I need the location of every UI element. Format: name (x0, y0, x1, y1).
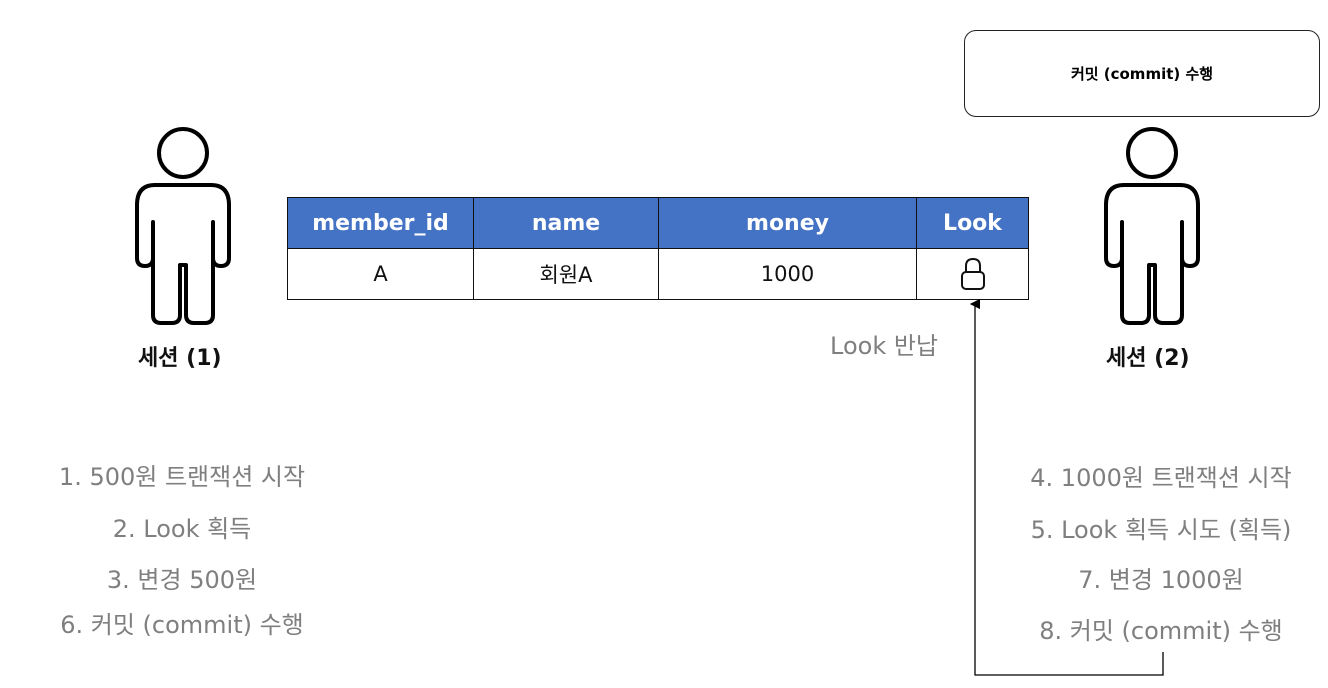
session-1-step-3: 3. 변경 500원 (106, 566, 258, 594)
cell-name: 회원A (473, 248, 659, 300)
commit-callout-box: 커밋 (commit) 수행 (964, 30, 1320, 117)
session-2-label-number: (2) (1154, 346, 1190, 371)
person-icon-session-1 (135, 127, 231, 325)
session-1-label-text: 세션 (138, 346, 179, 371)
session-2-step-5: 5. Look 획득 시도 (획득) (1030, 516, 1292, 544)
session-2-step-4: 4. 1000원 트랜잭션 시작 (1030, 464, 1292, 492)
session-2-label-text: 세션 (1106, 346, 1147, 371)
header-member-id: member_id (287, 197, 474, 249)
session-2-label: 세션 (2) (1106, 340, 1190, 372)
cell-look (916, 248, 1029, 300)
session-1-step-1: 1. 500원 트랜잭션 시작 (58, 463, 306, 491)
lock-icon (960, 257, 985, 290)
cell-member-id: A (287, 248, 474, 300)
session-1-step-6: 6. 커밋 (commit) 수행 (60, 611, 304, 639)
header-money: money (658, 197, 917, 249)
member-table: member_id name money Look A 회원A 1000 (287, 197, 1029, 300)
table-row: A 회원A 1000 (287, 248, 1029, 300)
header-look: Look (916, 197, 1029, 249)
session-1-step-2: 2. Look 획득 (112, 515, 252, 543)
lock-return-label: Look 반납 (830, 332, 939, 360)
header-name: name (473, 197, 659, 249)
cell-money: 1000 (658, 248, 917, 300)
session-2-step-7: 7. 변경 1000원 (1078, 566, 1244, 594)
lock-return-arrow (969, 298, 1164, 676)
session-1-label-number: (1) (186, 346, 222, 371)
session-1-label: 세션 (1) (138, 340, 222, 372)
person-icon-session-2 (1104, 127, 1200, 325)
table-header-row: member_id name money Look (287, 197, 1029, 249)
session-2-step-8: 8. 커밋 (commit) 수행 (1039, 617, 1283, 645)
commit-callout-label: 커밋 (commit) 수행 (1070, 65, 1214, 83)
